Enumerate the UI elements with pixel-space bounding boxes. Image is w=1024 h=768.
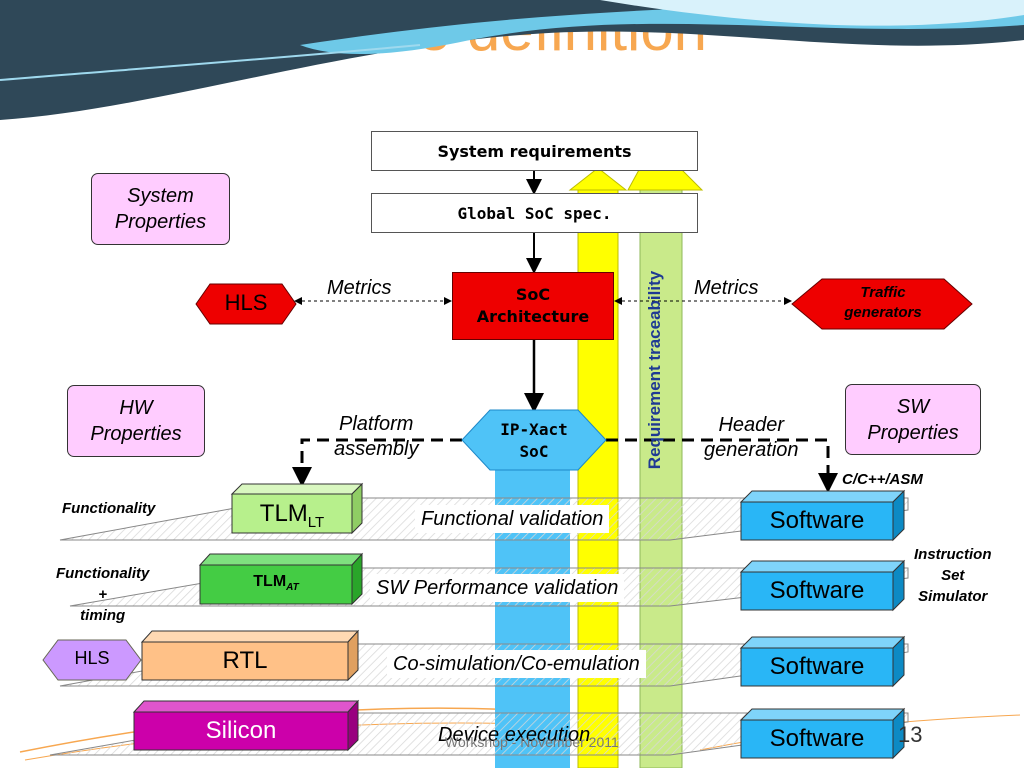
rtl-block[interactable] — [140, 629, 360, 682]
global-soc-spec-box[interactable]: Global SoC spec. — [371, 193, 698, 233]
functionality-timing-label: Functionality+timing — [56, 565, 150, 624]
sw-performance-validation-label: SW Performance validation — [370, 574, 625, 602]
silicon-label: Silicon — [205, 717, 277, 744]
software-label-2: Software — [769, 577, 865, 604]
traffic-generators-block[interactable] — [791, 278, 973, 330]
functionality-label: Functionality — [62, 500, 156, 517]
c-cpp-asm-label: C/C++/ASM — [842, 471, 923, 488]
footer-text: Workshop - November 2011 — [445, 734, 619, 750]
software-box-3[interactable] — [739, 635, 906, 688]
metrics-right-label: Metrics — [694, 277, 759, 299]
tlm-lt-block[interactable] — [230, 482, 364, 535]
header-decoration — [0, 0, 1024, 120]
hls-small-block[interactable] — [42, 639, 142, 681]
requirement-traceability-label: Requirement traceability — [645, 270, 664, 470]
software-box-1[interactable] — [739, 489, 906, 542]
soc-architecture-box[interactable]: SoC Architecture — [452, 272, 614, 340]
tlm-lt-label: TLMLT — [259, 500, 325, 531]
hls-label: HLS — [224, 290, 268, 315]
co-simulation-label: Co-simulation/Co-emulation — [387, 650, 646, 678]
functional-validation-label: Functional validation — [415, 505, 610, 533]
system-requirements-box[interactable]: System requirements — [371, 131, 698, 171]
page-number: 13 — [898, 722, 923, 747]
global-soc-spec-label: Global SoC spec. — [457, 203, 612, 223]
hls-small-label: HLS — [74, 648, 110, 668]
software-box-4[interactable] — [739, 707, 906, 760]
soc-architecture-line2: Architecture — [476, 307, 590, 326]
tlm-at-label: TLMAT — [253, 573, 299, 594]
rtl-label: RTL — [222, 647, 268, 674]
device-execution-label: Device execution — [438, 724, 591, 746]
soc-architecture-line1: SoC — [515, 284, 551, 304]
hls-block[interactable] — [195, 283, 297, 325]
silicon-block[interactable] — [132, 699, 360, 752]
software-label-4: Software — [769, 725, 865, 752]
metrics-left-label: Metrics — [327, 277, 392, 299]
ipxact-soc-block[interactable] — [461, 409, 607, 471]
system-requirements-label: System requirements — [437, 141, 632, 161]
tlm-at-block[interactable] — [198, 552, 364, 606]
software-box-2[interactable] — [739, 559, 906, 612]
software-label-3: Software — [769, 653, 865, 680]
software-label-1: Software — [769, 507, 865, 534]
